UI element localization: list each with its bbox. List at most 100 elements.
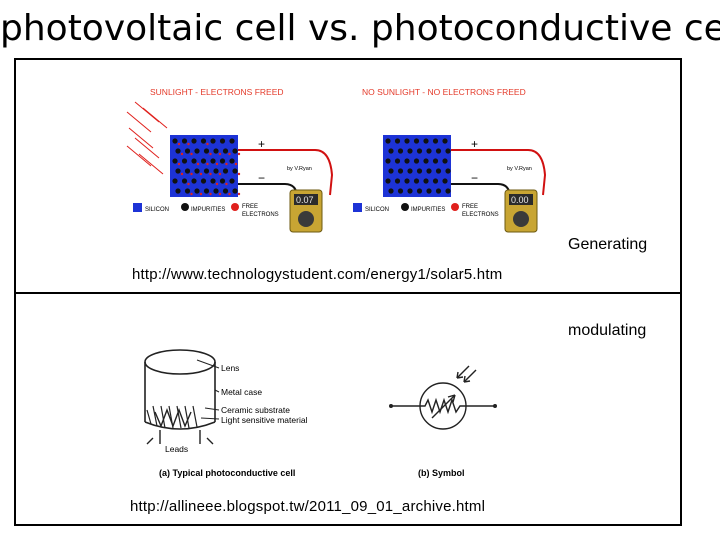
legend-left: SILICON IMPURITIES FREE ELECTRONS bbox=[133, 203, 279, 218]
impurity-dot bbox=[385, 158, 391, 164]
impurity-dot bbox=[229, 158, 235, 164]
impurity-dot bbox=[200, 158, 207, 164]
free-electron-dot bbox=[206, 142, 209, 146]
free-electron-dot bbox=[177, 142, 181, 146]
legend-free: FREE bbox=[462, 204, 478, 210]
impurity-dot bbox=[200, 178, 207, 184]
impurity-dot bbox=[432, 158, 439, 164]
callout-lines bbox=[196, 359, 220, 420]
impurity-dot bbox=[445, 148, 451, 154]
impurity-dot bbox=[394, 138, 401, 144]
impurity-dot bbox=[175, 148, 181, 154]
impurity-dot bbox=[397, 168, 404, 174]
silicon-cell-lit bbox=[170, 135, 238, 197]
minus-sign: − bbox=[471, 171, 478, 185]
impurity-dot bbox=[181, 138, 188, 144]
free-electron-dot bbox=[237, 172, 241, 176]
impurity-dot bbox=[397, 148, 404, 154]
impurity-dot bbox=[175, 188, 181, 194]
legend-electrons: ELECTRONS bbox=[462, 212, 499, 218]
impurity-dot bbox=[416, 148, 423, 154]
free-electron-dot bbox=[218, 152, 222, 156]
silicon-cell-dark bbox=[383, 135, 451, 197]
legend-right: SILICON IMPURITIES FREE ELECTRONS bbox=[353, 203, 499, 218]
impurity-dot bbox=[413, 178, 420, 184]
impurity-dot bbox=[442, 158, 448, 164]
impurity-dot bbox=[385, 178, 391, 184]
multimeter-right: 0.00 bbox=[504, 189, 538, 233]
legend-silicon: SILICON bbox=[365, 207, 389, 213]
impurity-dot bbox=[210, 158, 216, 164]
modulating-label: modulating bbox=[568, 322, 647, 339]
part-light-sensitive: Light sensitive material bbox=[221, 415, 308, 425]
impurity-dot bbox=[416, 188, 423, 194]
source-link-photovoltaic[interactable]: http://www.technologystudent.com/energy1… bbox=[132, 266, 503, 283]
impurity-dot bbox=[203, 188, 210, 194]
impurity-dot bbox=[172, 138, 178, 144]
minus-sign: − bbox=[258, 171, 265, 185]
part-leads: Leads bbox=[165, 444, 188, 454]
impurity-dot bbox=[435, 148, 442, 154]
impurity-dot bbox=[191, 158, 197, 164]
credit-text: by V.Ryan bbox=[287, 166, 312, 172]
impurity-dot bbox=[435, 188, 442, 194]
free-electron-dot bbox=[215, 182, 219, 186]
impurity-dot bbox=[404, 138, 410, 144]
free-electron-dot bbox=[209, 172, 212, 176]
impurity-dot bbox=[432, 178, 439, 184]
impurity-dot bbox=[445, 188, 451, 194]
slide-title: photovoltaic cell vs. photoconductive ce… bbox=[0, 8, 720, 49]
impurity-dot bbox=[184, 168, 191, 174]
impurity-dot bbox=[445, 168, 451, 174]
free-electron-dot bbox=[209, 152, 212, 156]
impurity-dot bbox=[172, 158, 178, 164]
impurity-dot bbox=[442, 138, 448, 144]
impurity-dot bbox=[407, 168, 413, 174]
photovoltaic-illustration: SUNLIGHT - ELECTRONS FREED NO SUNLIGHT -… bbox=[126, 87, 547, 233]
impurity-dot bbox=[191, 178, 197, 184]
impurity-dot bbox=[388, 188, 394, 194]
meter-reading-right: 0.00 bbox=[511, 195, 529, 205]
part-ceramic: Ceramic substrate bbox=[221, 405, 290, 415]
caption-symbol: (b) Symbol bbox=[418, 468, 465, 478]
free-electron-dot bbox=[237, 152, 241, 156]
impurity-dot bbox=[232, 168, 238, 174]
free-electron-dot bbox=[218, 172, 222, 176]
terminal-dot bbox=[389, 404, 393, 408]
impurity-dot bbox=[213, 168, 219, 174]
impurity-dot bbox=[423, 178, 429, 184]
impurity-dot bbox=[388, 168, 394, 174]
no-sunlight-caption: NO SUNLIGHT - NO ELECTRONS FREED bbox=[362, 87, 526, 97]
impurity-dot bbox=[213, 148, 219, 154]
impurity-dot bbox=[194, 188, 200, 194]
impurity-dot bbox=[219, 138, 226, 144]
impurity-dot bbox=[175, 168, 181, 174]
plus-sign: + bbox=[471, 137, 478, 151]
impurity-dot bbox=[404, 178, 410, 184]
impurity-dot bbox=[194, 148, 200, 154]
free-electron-dot bbox=[190, 172, 193, 176]
impurity-dot bbox=[194, 168, 200, 174]
source-link-photoconductive[interactable]: http://allineee.blogspot.tw/2011_09_01_a… bbox=[130, 498, 486, 515]
impurity-dot bbox=[229, 138, 235, 144]
impurity-dot bbox=[200, 138, 207, 144]
impurity-dot bbox=[203, 148, 210, 154]
free-electron-dot bbox=[187, 182, 190, 186]
free-electron-dot bbox=[199, 192, 203, 196]
impurity-dot bbox=[203, 168, 210, 174]
impurity-dot bbox=[426, 148, 432, 154]
free-electron-dot bbox=[225, 182, 228, 186]
legend-impurities: IMPURITIES bbox=[191, 207, 225, 213]
legend-silicon: SILICON bbox=[145, 207, 169, 213]
legend-electrons: ELECTRONS bbox=[242, 212, 279, 218]
cell-body bbox=[144, 349, 216, 430]
photoconductive-cell-illustration: Lens Metal case Ceramic substrate Light … bbox=[144, 349, 497, 478]
meter-reading-left: 0.07 bbox=[296, 195, 314, 205]
impurity-dot bbox=[407, 188, 413, 194]
impurity-dot bbox=[172, 178, 178, 184]
free-electron-dot bbox=[215, 162, 219, 166]
free-electron-dot bbox=[187, 142, 190, 146]
impurity-dot bbox=[222, 188, 229, 194]
impurity-dot bbox=[222, 168, 229, 174]
free-electron-dot bbox=[234, 162, 238, 166]
